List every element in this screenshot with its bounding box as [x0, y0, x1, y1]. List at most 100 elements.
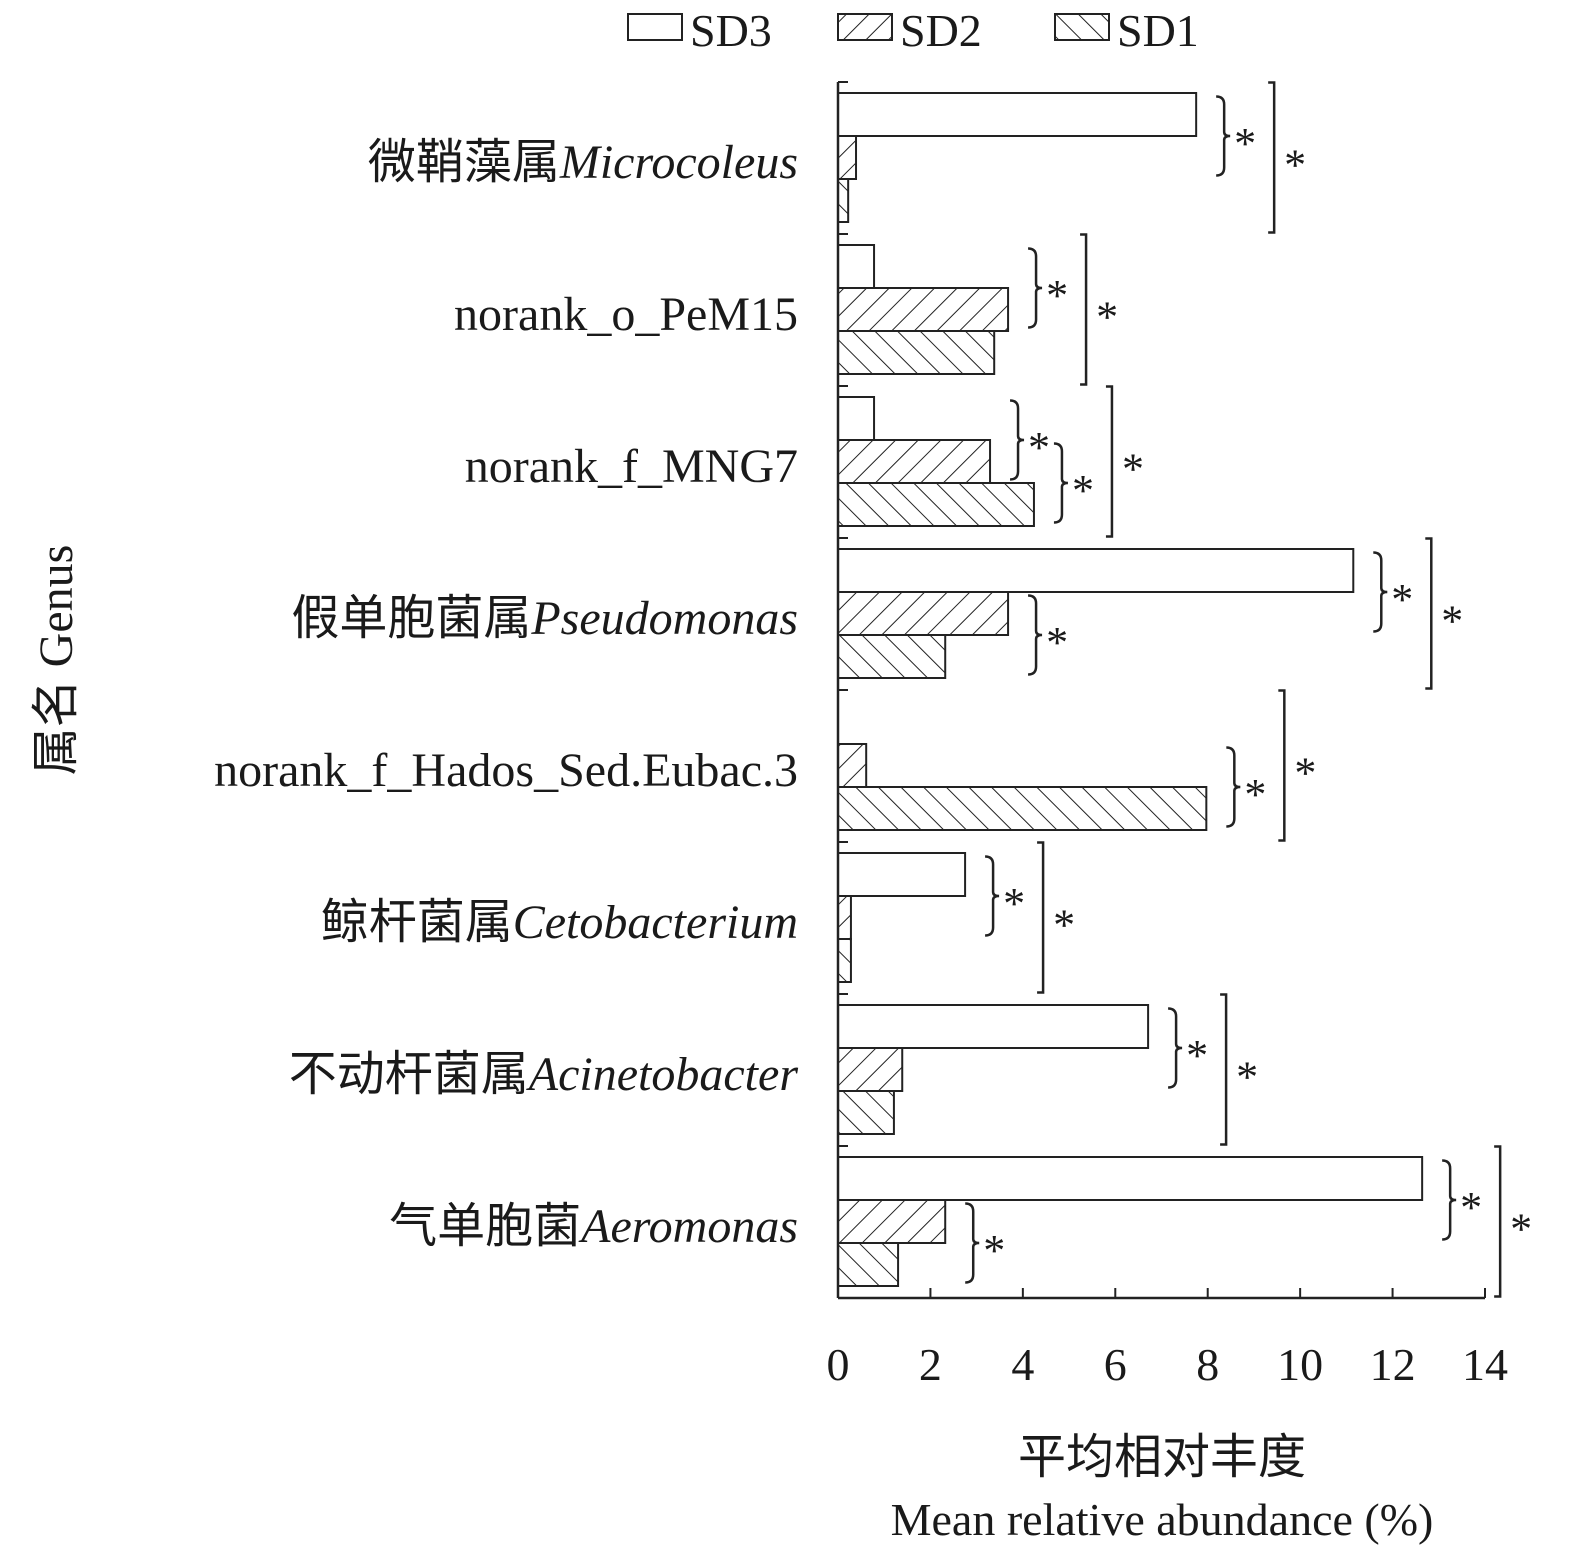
significance-brace	[1053, 442, 1068, 524]
category-label: norank_f_Hados_Sed.Eubac.3	[214, 744, 798, 797]
category-label-cn: 不动杆菌属	[289, 1048, 529, 1101]
bar-sd1	[837, 1242, 900, 1287]
significance-label: *	[1046, 271, 1068, 320]
legend-label-sd1: SD1	[1117, 5, 1199, 56]
x-tick-label: 4	[1011, 1339, 1034, 1390]
significance-label: *	[1236, 1053, 1258, 1102]
axes-layer: 微鞘藻属Microcoleus norank_o_PeM15 norank_f_MN…	[214, 81, 1508, 1390]
bar-sd2	[837, 1047, 904, 1092]
bar-sd3	[837, 1004, 1150, 1049]
significance-label: *	[1096, 293, 1118, 342]
bar-sd3	[837, 1156, 1424, 1201]
significance-bracket	[1268, 81, 1276, 234]
bar-sd2	[837, 743, 868, 788]
category-label-cn: 气单胞菌	[389, 1200, 581, 1253]
category-label: norank_f_MNG7	[465, 440, 798, 493]
bar-sd1	[837, 938, 852, 983]
significance-bracket	[1220, 993, 1228, 1146]
category-label: 假单胞菌属Pseudomonas	[291, 592, 798, 645]
category-label-latin: Acinetobacter	[526, 1048, 799, 1101]
x-axis-title: Mean relative abundance (%)	[891, 1494, 1434, 1545]
legend-swatch-sd3	[627, 13, 683, 41]
significance-bracket	[1494, 1145, 1502, 1298]
x-tick-label: 2	[919, 1339, 942, 1390]
bar-sd1	[837, 330, 996, 375]
bars-layer	[837, 92, 1424, 1287]
legend: SD3 SD2 SD1	[627, 5, 1199, 56]
significance-bracket	[1080, 233, 1088, 386]
x-tick-label: 12	[1370, 1339, 1416, 1390]
significance-label: *	[1234, 119, 1256, 168]
significance-layer: *******************	[965, 81, 1532, 1298]
legend-swatch-sd1	[1054, 13, 1110, 41]
significance-label: *	[1284, 141, 1306, 190]
significance-brace	[1216, 95, 1231, 177]
x-tick-label: 8	[1196, 1339, 1219, 1390]
category-label: 气单胞菌Aeromonas	[389, 1200, 798, 1253]
bar-sd1	[837, 482, 1035, 527]
significance-label: *	[1391, 575, 1413, 624]
significance-label: *	[1294, 749, 1316, 798]
significance-label: *	[1053, 901, 1075, 950]
category-label: 鲸杆菌属Cetobacterium	[321, 896, 798, 949]
bar-sd2	[837, 135, 858, 180]
significance-label: *	[983, 1226, 1005, 1275]
category-label-latin: Cetobacterium	[513, 896, 798, 949]
significance-bracket	[1105, 385, 1114, 538]
significance-label: *	[1072, 466, 1094, 515]
significance-label: *	[1122, 445, 1144, 494]
significance-label: *	[1510, 1205, 1532, 1254]
significance-brace	[1226, 746, 1241, 828]
bar-sd2	[837, 439, 992, 484]
significance-brace	[1009, 399, 1025, 481]
significance-brace	[965, 1202, 980, 1284]
significance-brace	[1028, 247, 1043, 329]
legend-swatch-sd2	[837, 13, 893, 41]
significance-label: *	[1441, 597, 1463, 646]
significance-bracket	[1037, 841, 1045, 994]
significance-brace	[1373, 551, 1388, 633]
category-label-latin: norank_o_PeM15	[454, 288, 798, 341]
x-axis-title-cn: 平均相对丰度	[1018, 1431, 1306, 1484]
significance-brace	[1442, 1159, 1457, 1241]
category-label: 不动杆菌属Acinetobacter	[289, 1048, 799, 1101]
category-label-latin: Aeromonas	[578, 1200, 798, 1253]
bar-sd1	[837, 786, 1208, 831]
bar-sd2	[837, 591, 1010, 636]
bar-sd2	[837, 1199, 947, 1244]
significance-brace	[1028, 594, 1043, 676]
legend-label-sd2: SD2	[900, 5, 982, 56]
bar-sd2	[837, 895, 852, 940]
bar-sd2	[837, 287, 1010, 332]
category-label-latin: norank_f_Hados_Sed.Eubac.3	[214, 744, 798, 797]
category-label: 微鞘藻属Microcoleus	[368, 136, 798, 189]
category-label: norank_o_PeM15	[454, 288, 798, 341]
significance-label: *	[1003, 879, 1025, 928]
x-tick-label: 6	[1104, 1339, 1127, 1390]
bar-sd3	[837, 244, 876, 289]
x-tick-label: 14	[1462, 1339, 1508, 1390]
bar-sd1	[837, 178, 850, 223]
bar-sd3	[837, 852, 967, 897]
bar-sd1	[837, 1090, 895, 1135]
significance-label: *	[1046, 618, 1068, 667]
significance-label: *	[1186, 1031, 1208, 1080]
category-label-latin: norank_f_MNG7	[465, 440, 798, 493]
bar-sd3	[837, 92, 1198, 137]
category-label-cn: 鲸杆菌属	[321, 896, 513, 949]
legend-label-sd3: SD3	[690, 5, 772, 56]
y-axis-title: 属名 Genus	[30, 545, 83, 776]
category-label-cn: 假单胞菌属	[291, 592, 531, 645]
category-label-latin: Microcoleus	[559, 136, 798, 189]
significance-label: *	[1460, 1183, 1482, 1232]
bar-sd1	[837, 634, 947, 679]
category-label-latin: Pseudomonas	[530, 592, 798, 645]
significance-label: *	[1028, 423, 1050, 472]
category-label-cn: 微鞘藻属	[368, 136, 560, 189]
x-tick-label: 10	[1277, 1339, 1323, 1390]
significance-brace	[985, 855, 1000, 937]
significance-bracket	[1425, 537, 1433, 690]
significance-brace	[1168, 1007, 1183, 1089]
significance-bracket	[1278, 689, 1286, 842]
